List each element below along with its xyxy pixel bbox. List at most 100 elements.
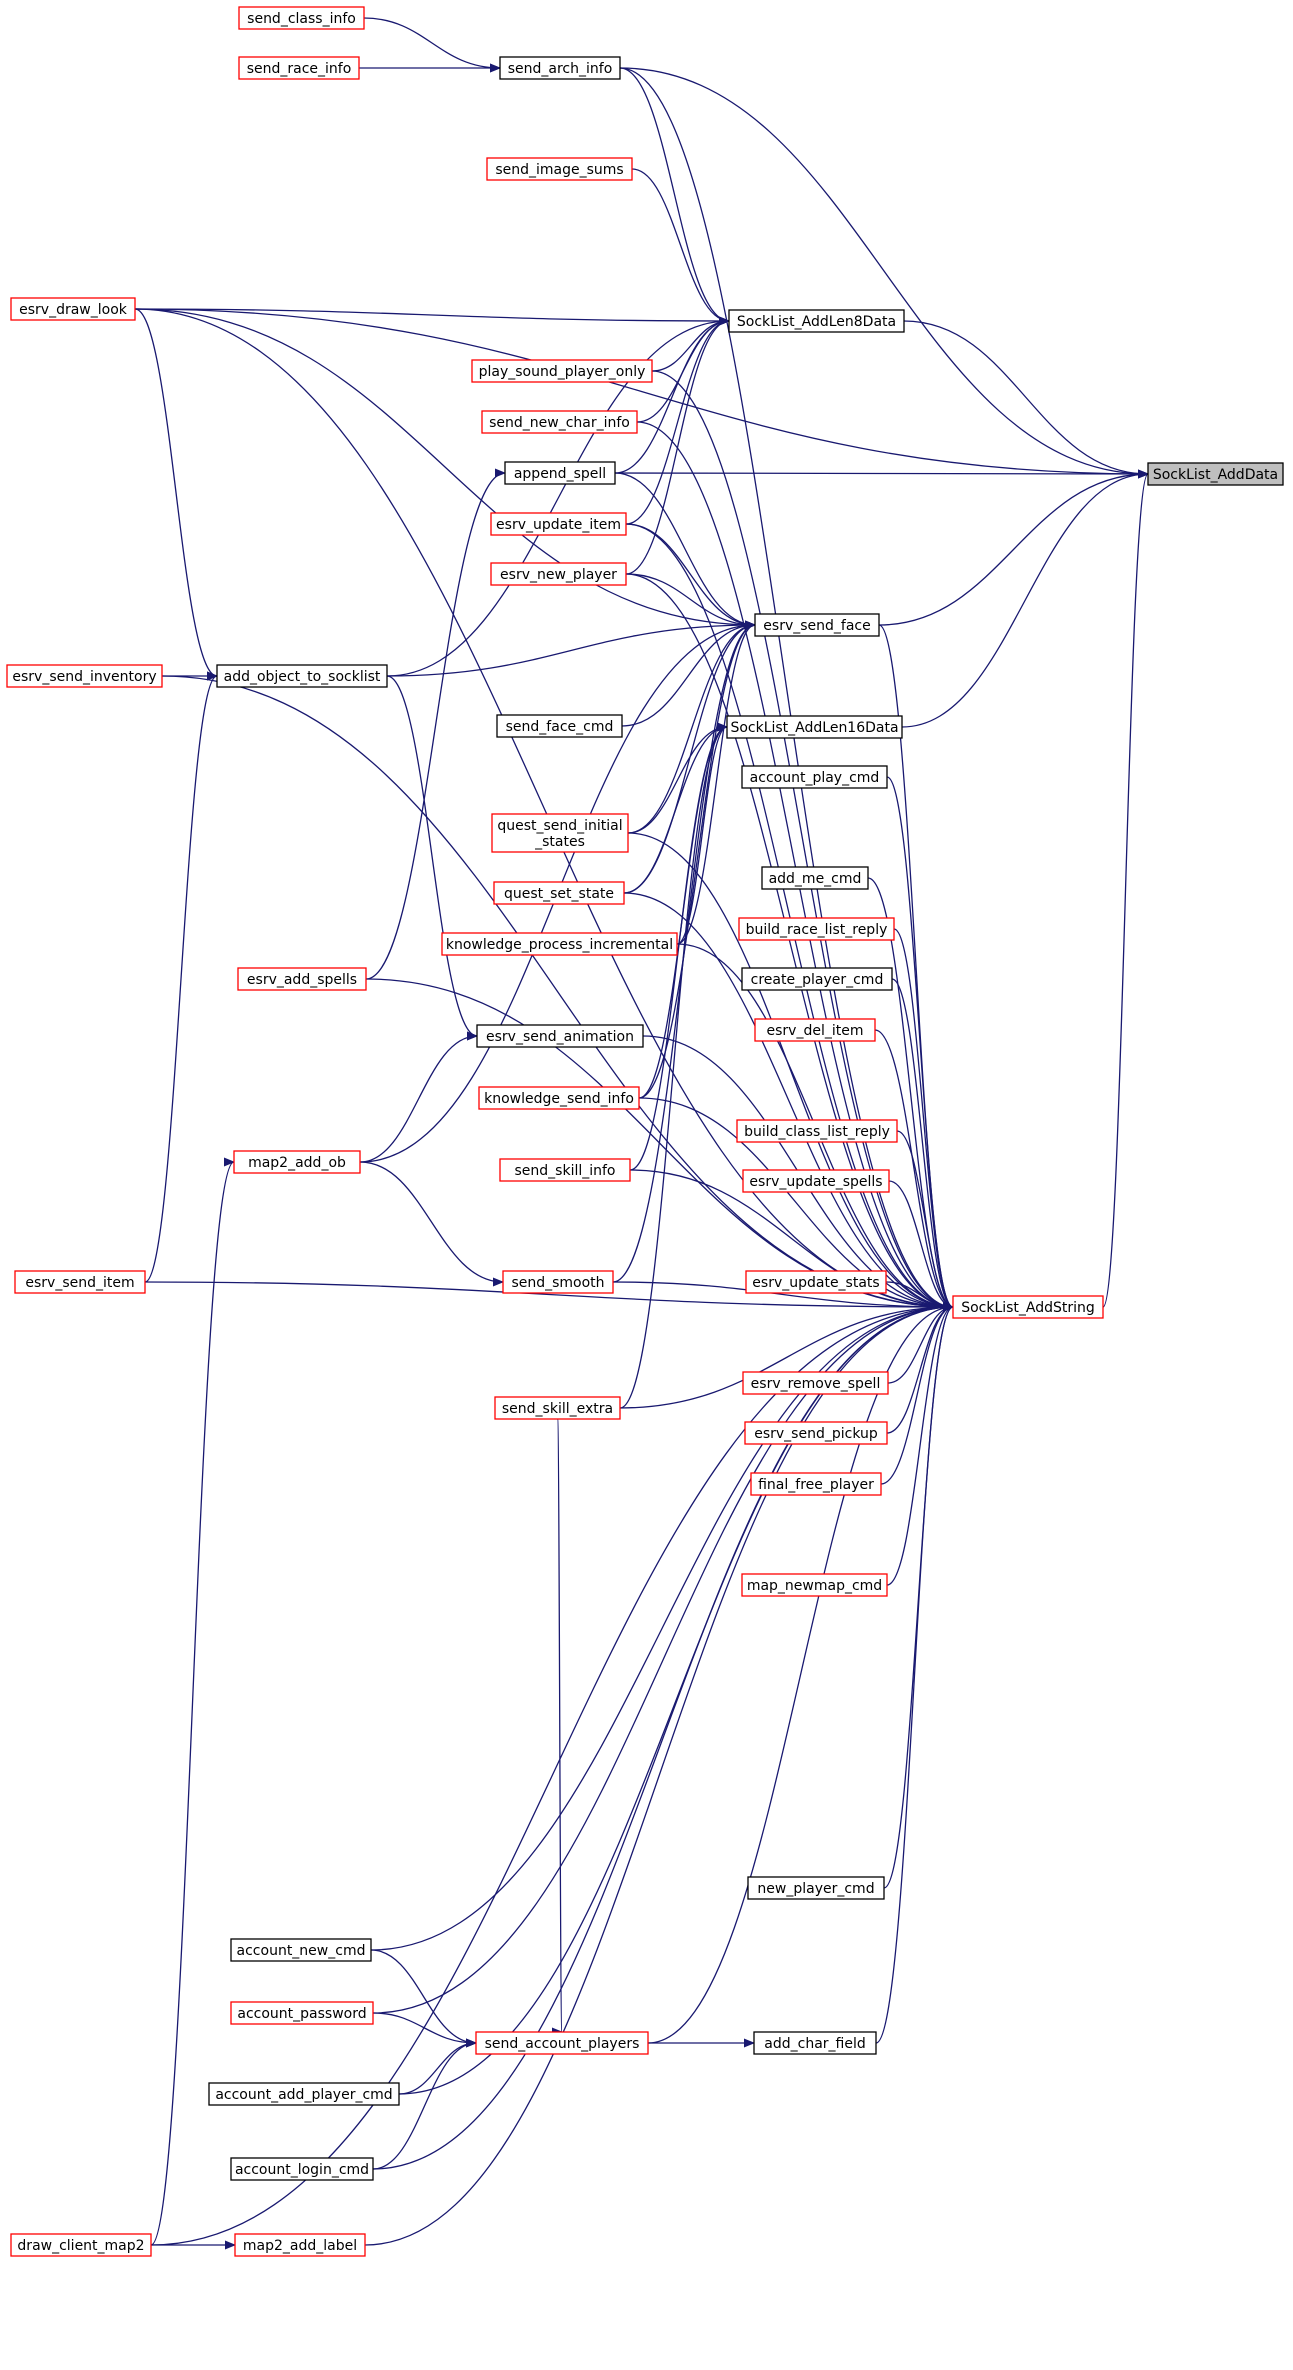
node-label: send_skill_info [515, 1163, 616, 1179]
node-esrv_del_item[interactable]: esrv_del_item [754, 1018, 876, 1042]
node-label: send_smooth [511, 1275, 604, 1291]
node-account_play_cmd[interactable]: account_play_cmd [741, 765, 888, 789]
node-label: append_spell [514, 466, 606, 482]
edge-quest_send_initial_states-to-esrv_send_face [627, 620, 756, 834]
node-append_spell[interactable]: append_spell [504, 461, 616, 485]
node-box [499, 56, 621, 80]
node-box [726, 715, 903, 739]
node-account_new_cmd[interactable]: account_new_cmd [230, 1938, 372, 1962]
node-box [471, 359, 653, 383]
node-send_account_players[interactable]: send_account_players [475, 2031, 649, 2055]
node-send_race_info[interactable]: send_race_info [238, 56, 360, 80]
edge-SockList_AddString-to-SockList_AddData [1102, 469, 1149, 1308]
node-add_object_to_socklist[interactable]: add_object_to_socklist [216, 664, 388, 688]
node-account_password[interactable]: account_password [230, 2001, 374, 2025]
node-new_player_cmd[interactable]: new_player_cmd [747, 1876, 885, 1900]
node-send_skill_extra[interactable]: send_skill_extra [494, 1396, 621, 1420]
node-final_free_player[interactable]: final_free_player [750, 1472, 882, 1496]
node-build_class_list_reply[interactable]: build_class_list_reply [736, 1119, 898, 1143]
node-label: new_player_cmd [757, 1881, 874, 1897]
node-box [233, 1150, 361, 1174]
node-create_player_cmd[interactable]: create_player_cmd [741, 967, 893, 991]
edge-append_spell-to-SockList_AddData [614, 469, 1149, 479]
node-draw_client_map2[interactable]: draw_client_map2 [10, 2233, 152, 2257]
node-account_login_cmd[interactable]: account_login_cmd [230, 2157, 374, 2181]
node-knowledge_process_incremental[interactable]: knowledge_process_incremental [441, 932, 678, 956]
edge-send_skill_info-to-SockList_AddString [629, 1169, 954, 1312]
node-esrv_send_animation[interactable]: esrv_send_animation [476, 1024, 644, 1048]
node-label: SockList_AddLen16Data [730, 720, 898, 736]
node-esrv_send_inventory[interactable]: esrv_send_inventory [6, 664, 163, 688]
node-add_char_field[interactable]: add_char_field [753, 2031, 877, 2055]
node-SockList_AddData[interactable]: SockList_AddData [1147, 462, 1284, 486]
edge-send_image_sums-to-SockList_AddLen8Data [631, 168, 730, 326]
node-knowledge_send_info[interactable]: knowledge_send_info [478, 1086, 640, 1110]
node-account_add_player_cmd[interactable]: account_add_player_cmd [208, 2082, 400, 2106]
node-send_image_sums[interactable]: send_image_sums [486, 157, 633, 181]
node-SockList_AddString[interactable]: SockList_AddString [952, 1295, 1104, 1319]
node-box [14, 1270, 146, 1294]
node-esrv_new_player[interactable]: esrv_new_player [490, 562, 627, 586]
node-add_me_cmd[interactable]: add_me_cmd [761, 866, 869, 890]
edge-send_arch_info-to-SockList_AddString [619, 67, 954, 1312]
node-send_class_info[interactable]: send_class_info [238, 6, 365, 30]
edge-esrv_del_item-to-SockList_AddString [874, 1029, 954, 1312]
node-esrv_send_item[interactable]: esrv_send_item [14, 1270, 146, 1294]
node-label: map2_add_label [243, 2238, 357, 2254]
node-label: send_skill_extra [502, 1401, 613, 1417]
node-box [496, 714, 623, 738]
edge-send_new_char_info-to-SockList_AddString [636, 421, 954, 1312]
node-esrv_draw_look[interactable]: esrv_draw_look [10, 297, 136, 321]
node-esrv_send_pickup[interactable]: esrv_send_pickup [744, 1421, 888, 1445]
node-label: _states [534, 834, 585, 850]
node-map2_add_label[interactable]: map2_add_label [234, 2233, 366, 2257]
node-esrv_send_face[interactable]: esrv_send_face [754, 613, 880, 637]
edge-account_new_cmd-to-SockList_AddString [370, 1302, 954, 1951]
node-box [744, 1421, 888, 1445]
node-esrv_remove_spell[interactable]: esrv_remove_spell [742, 1371, 889, 1395]
node-send_smooth[interactable]: send_smooth [502, 1270, 614, 1294]
node-label: SockList_AddLen8Data [737, 314, 896, 330]
node-label: send_new_char_info [489, 415, 630, 431]
node-esrv_add_spells[interactable]: esrv_add_spells [237, 967, 367, 991]
node-send_new_char_info[interactable]: send_new_char_info [481, 410, 638, 434]
node-box [216, 664, 388, 688]
edge-account_play_cmd-to-SockList_AddString [886, 776, 954, 1312]
edge-esrv_draw_look-to-SockList_AddString [134, 308, 954, 1312]
node-label: esrv_update_spells [749, 1174, 882, 1190]
node-send_face_cmd[interactable]: send_face_cmd [496, 714, 623, 738]
node-box [481, 410, 638, 434]
node-play_sound_player_only[interactable]: play_sound_player_only [471, 359, 653, 383]
node-label: knowledge_send_info [484, 1091, 634, 1107]
edge-draw_client_map2-to-SockList_AddString [150, 1302, 954, 2246]
node-esrv_update_stats[interactable]: esrv_update_stats [745, 1270, 887, 1294]
node-map2_add_ob[interactable]: map2_add_ob [233, 1150, 361, 1174]
node-esrv_update_spells[interactable]: esrv_update_spells [742, 1169, 890, 1193]
node-esrv_update_item[interactable]: esrv_update_item [490, 512, 627, 536]
node-box [761, 866, 869, 890]
node-map_newmap_cmd[interactable]: map_newmap_cmd [741, 1573, 888, 1597]
edge-knowledge_process_incremental-to-esrv_send_face [676, 620, 756, 945]
node-build_race_list_reply[interactable]: build_race_list_reply [738, 917, 895, 941]
edge-map2_add_ob-to-send_smooth [359, 1161, 504, 1287]
node-label: account_add_player_cmd [215, 2087, 392, 2103]
node-SockList_AddLen16Data[interactable]: SockList_AddLen16Data [726, 715, 903, 739]
node-label: map2_add_ob [248, 1155, 346, 1171]
node-quest_set_state[interactable]: quest_set_state [493, 881, 625, 905]
node-SockList_AddLen8Data[interactable]: SockList_AddLen8Data [728, 309, 905, 333]
node-label: send_account_players [485, 2036, 640, 2052]
edge-map2_add_ob-to-esrv_send_animation [359, 1031, 478, 1163]
node-quest_send_initial_states[interactable]: quest_send_initial_states [491, 813, 629, 853]
edge-send_skill_extra-to-SockList_AddString [619, 1302, 954, 1409]
node-box [10, 2233, 152, 2257]
node-box [486, 157, 633, 181]
edge-append_spell-to-esrv_send_face [614, 472, 756, 630]
node-label: map_newmap_cmd [747, 1578, 882, 1594]
node-send_arch_info[interactable]: send_arch_info [499, 56, 621, 80]
edge-quest_set_state-to-SockList_AddString [623, 892, 954, 1312]
node-box [741, 967, 893, 991]
edges-layer [134, 17, 1149, 2250]
node-send_skill_info[interactable]: send_skill_info [499, 1158, 631, 1182]
node-box [750, 1472, 882, 1496]
edge-SockList_AddLen8Data-to-SockList_AddData [903, 320, 1149, 479]
